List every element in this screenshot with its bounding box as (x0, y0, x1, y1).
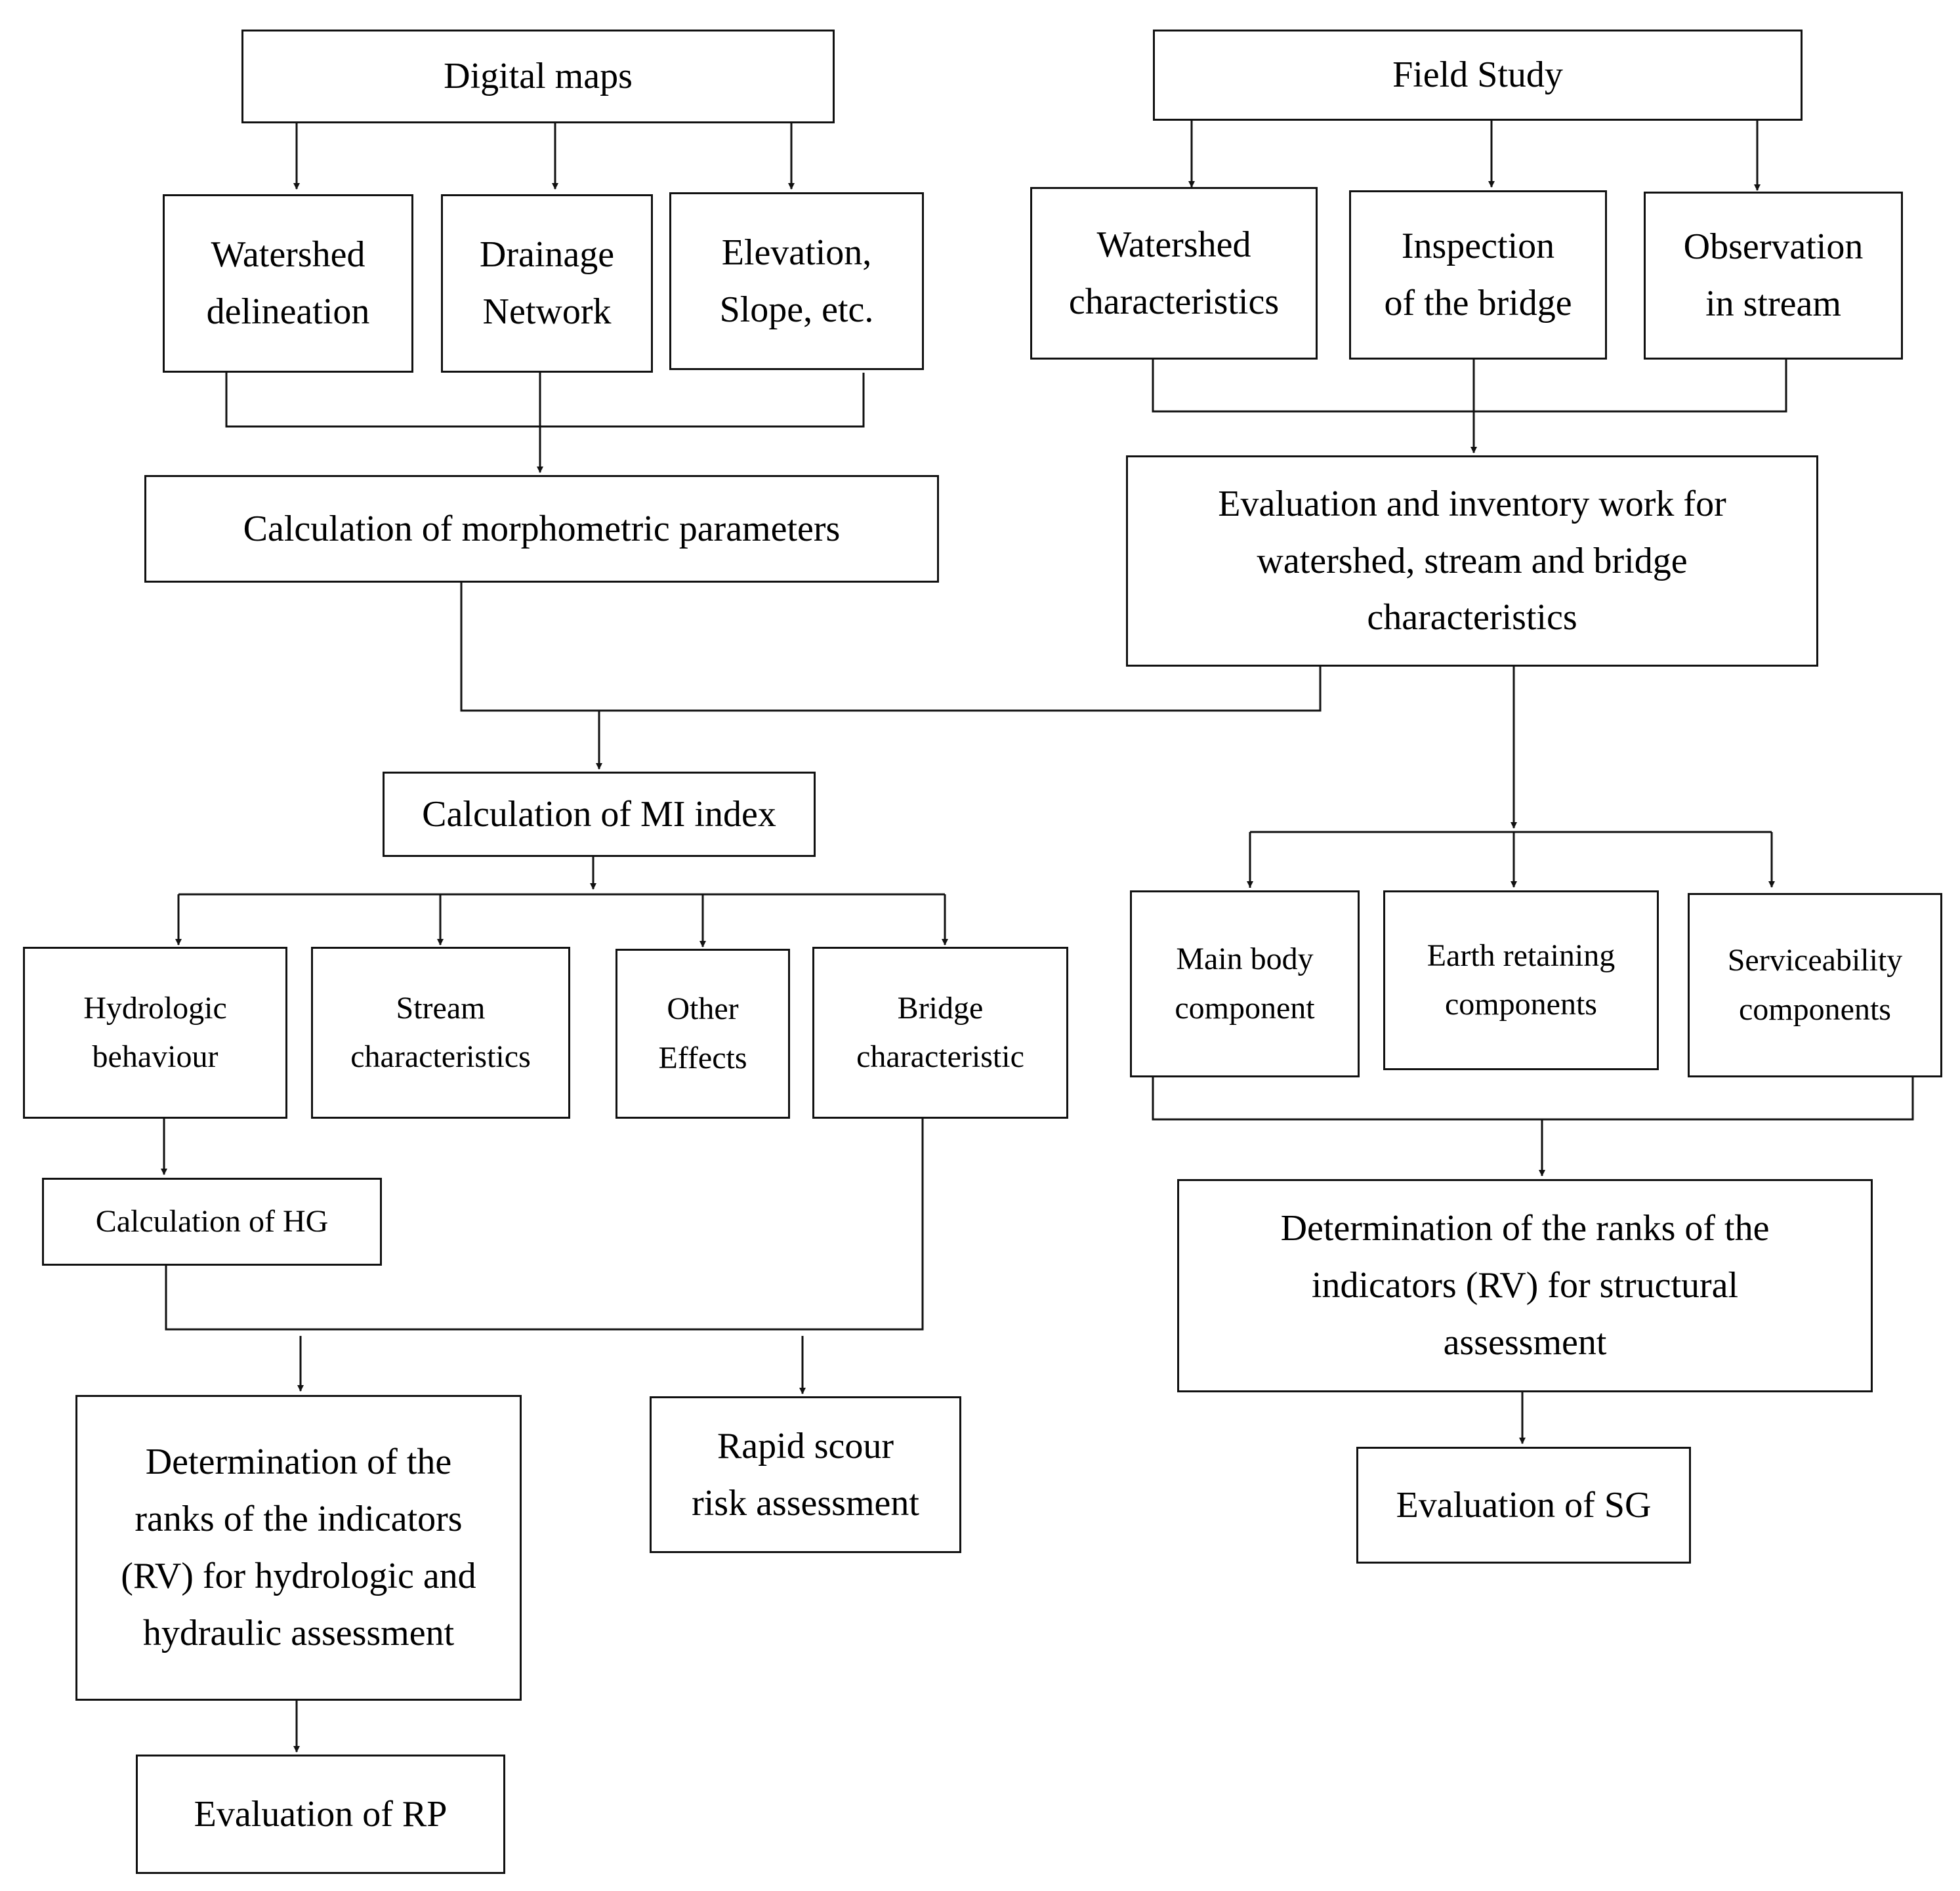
evaluation-sg-box: Evaluation of SG (1356, 1447, 1691, 1564)
morphometric-box: Calculation of morphometric parameters (144, 475, 939, 583)
earth-retaining-box: Earth retaining components (1383, 890, 1659, 1070)
main-body-box: Main body component (1130, 890, 1360, 1077)
mi-index-box: Calculation of MI index (383, 772, 816, 857)
rapid-scour-label: Rapid scour risk assessment (692, 1425, 919, 1524)
elevation-slope-box: Elevation, Slope, etc. (669, 192, 924, 370)
rapid-scour-box: Rapid scour risk assessment (650, 1396, 961, 1553)
observation-stream-box: Observation in stream (1644, 192, 1903, 360)
inspection-bridge-box: Inspection of the bridge (1349, 190, 1607, 360)
evaluation-rp-box: Evaluation of RP (136, 1755, 505, 1874)
field-study-label: Field Study (1392, 54, 1563, 96)
earth-retaining-label: Earth retaining components (1427, 938, 1616, 1022)
watershed-delineation-label: Watershed delineation (206, 234, 370, 332)
inspection-bridge-label: Inspection of the bridge (1384, 226, 1572, 323)
morphometric-label: Calculation of morphometric parameters (243, 508, 841, 549)
drainage-network-label: Drainage Network (479, 234, 615, 332)
merge-right-top (1152, 360, 1787, 413)
digital-maps-box: Digital maps (241, 30, 835, 123)
merge-left-top (225, 373, 865, 428)
watershed-characteristics-label: Watershed characteristics (1068, 224, 1280, 322)
calculation-hg-label: Calculation of HG (95, 1203, 329, 1239)
ranks-structural-box: Determination of the ranks of the indica… (1177, 1179, 1873, 1392)
ranks-structural-label: Determination of the ranks of the indica… (1280, 1208, 1770, 1363)
stream-characteristics-box: Stream characteristics (311, 947, 570, 1119)
watershed-characteristics-box: Watershed characteristics (1030, 187, 1318, 360)
evaluation-inventory-box: Evaluation and inventory work for waters… (1126, 455, 1818, 667)
serviceability-box: Serviceability components (1688, 893, 1942, 1077)
calculation-hg-box: Calculation of HG (42, 1178, 382, 1266)
hydrologic-behaviour-box: Hydrologic behaviour (23, 947, 287, 1119)
merge-structural (1152, 1077, 1914, 1121)
merge-to-mi (460, 583, 1322, 712)
other-effects-box: Other Effects (615, 949, 790, 1119)
drainage-network-box: Drainage Network (441, 194, 653, 373)
watershed-delineation-box: Watershed delineation (163, 194, 413, 373)
other-effects-label: Other Effects (658, 991, 747, 1075)
merge-hg-bridge (165, 1119, 924, 1331)
evaluation-sg-label: Evaluation of SG (1396, 1484, 1652, 1526)
elevation-slope-label: Elevation, Slope, etc. (719, 232, 874, 330)
hydrologic-behaviour-label: Hydrologic behaviour (83, 990, 227, 1074)
digital-maps-label: Digital maps (444, 56, 633, 97)
bridge-characteristic-box: Bridge characteristic (812, 947, 1068, 1119)
ranks-hydrologic-box: Determination of the ranks of the indica… (75, 1395, 522, 1701)
stream-characteristics-label: Stream characteristics (350, 990, 531, 1074)
observation-stream-label: Observation in stream (1683, 226, 1864, 324)
main-body-label: Main body component (1175, 942, 1315, 1026)
evaluation-rp-label: Evaluation of RP (194, 1793, 448, 1835)
evaluation-inventory-label: Evaluation and inventory work for waters… (1218, 483, 1726, 638)
bridge-characteristic-label: Bridge characteristic (856, 990, 1024, 1074)
ranks-hydrologic-label: Determination of the ranks of the indica… (121, 1442, 476, 1653)
mi-index-label: Calculation of MI index (422, 793, 776, 835)
field-study-box: Field Study (1153, 30, 1803, 121)
serviceability-label: Serviceability components (1727, 943, 1903, 1027)
